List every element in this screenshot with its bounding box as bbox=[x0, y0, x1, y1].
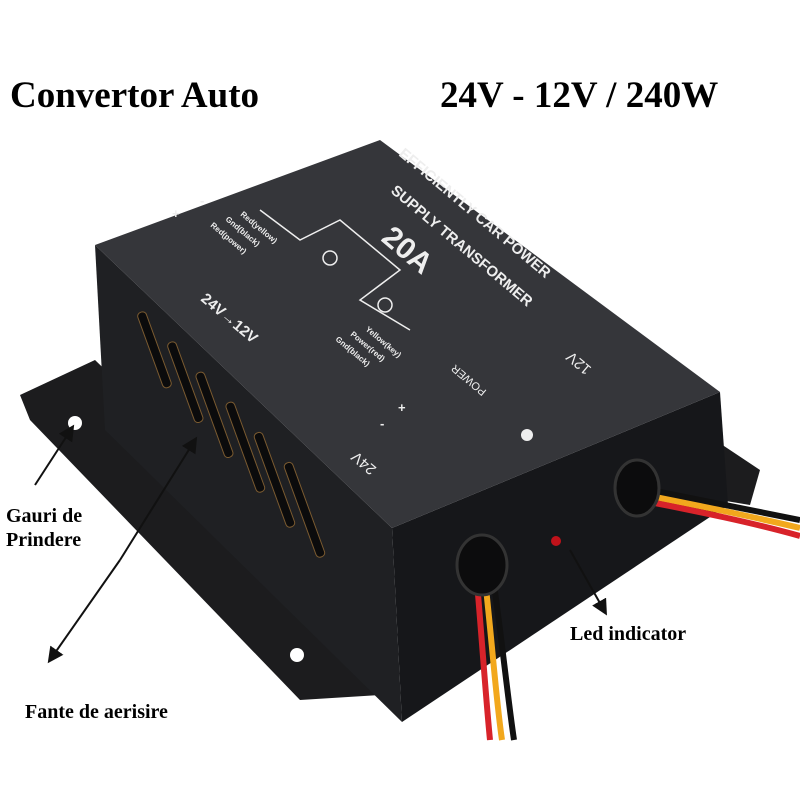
mounting-holes-label: Gauri de Prindere bbox=[6, 505, 83, 551]
power-dot bbox=[521, 429, 533, 441]
mounting-hole bbox=[290, 648, 304, 662]
device-top-face bbox=[95, 140, 720, 528]
ventilation-slots bbox=[137, 311, 326, 558]
arrow-led bbox=[569, 549, 607, 616]
page-title: Convertor Auto bbox=[10, 75, 260, 116]
plus-in: + bbox=[172, 206, 180, 221]
wiring-diagram bbox=[259, 209, 411, 331]
plus-out: + bbox=[398, 400, 406, 415]
arrow-vents-down bbox=[47, 559, 121, 664]
vents-label: Fante de aerisire bbox=[25, 701, 168, 723]
led-label: Led indicator bbox=[570, 623, 687, 645]
device-side-vents-face bbox=[95, 245, 402, 722]
led-indicator bbox=[551, 536, 561, 546]
mounting-hole bbox=[68, 416, 82, 430]
arrow-vents-up bbox=[119, 436, 198, 561]
input-cable bbox=[455, 533, 517, 741]
output-cable bbox=[613, 458, 800, 539]
spec-title: 24V - 12V / 240W bbox=[440, 75, 719, 116]
minus-in: - bbox=[200, 193, 204, 208]
minus-out: - bbox=[380, 416, 384, 431]
arrow-mounting-hole bbox=[34, 424, 75, 486]
